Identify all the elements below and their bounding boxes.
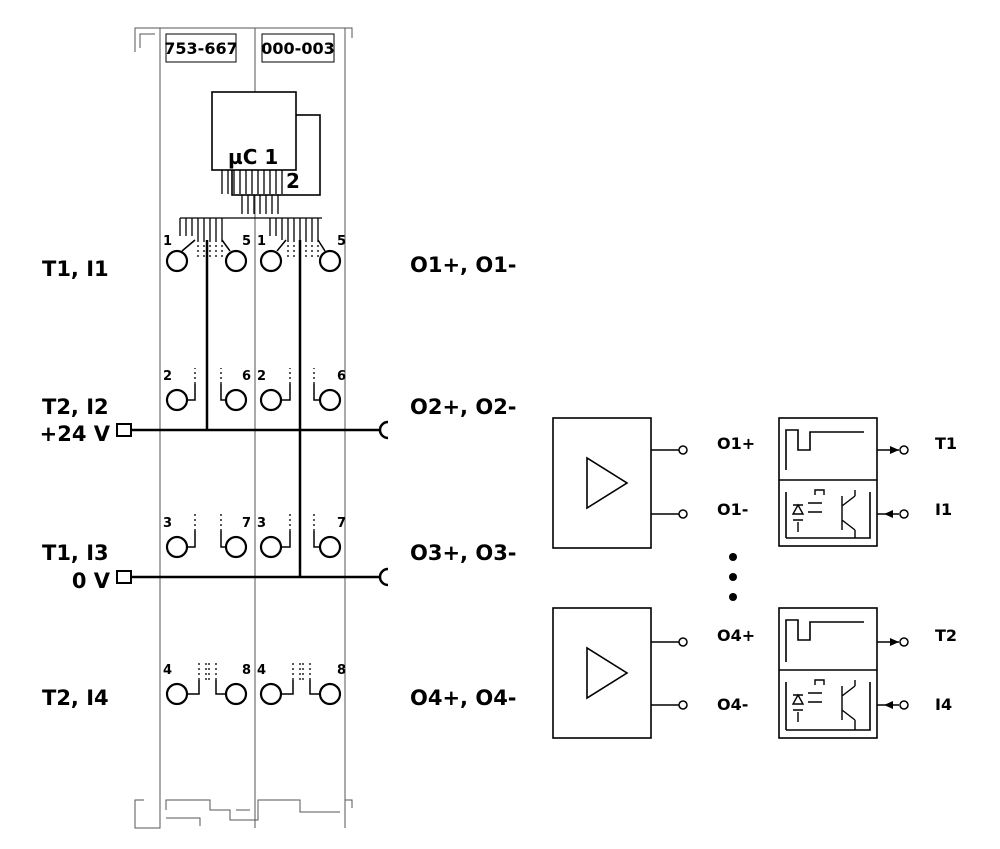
label-o1-minus: O1- — [717, 500, 748, 519]
terminal-number: 6 — [337, 369, 346, 384]
terminal-number: 2 — [163, 369, 172, 384]
right-labels: O1+, O1- O2+, O2- O3+, O3- O4+, O4- — [410, 253, 517, 710]
part-number-label-2: 000-003 — [261, 33, 335, 63]
terminal-8-right — [318, 682, 342, 706]
test-input-block-1: T1 I1 — [778, 417, 957, 547]
part-number-label: 753-667 — [164, 33, 238, 63]
output-amplifier-4: O4+ O4- — [552, 607, 755, 739]
bus-contact-0v — [378, 567, 389, 587]
test-input-block-4: T2 I4 — [778, 607, 957, 739]
terminal-4-left — [165, 682, 189, 706]
label-t1-i3: T1, I3 — [42, 541, 109, 565]
left-labels: T1, I1 T2, I2 +24 V T1, I3 0 V T2, I4 — [40, 257, 111, 710]
terminal-2-right — [259, 388, 283, 412]
label-t1-i1: T1, I1 — [42, 257, 109, 281]
label-o1-plus: O1+ — [717, 434, 755, 453]
terminal-2-left — [165, 388, 189, 412]
terminal-number: 1 — [163, 234, 172, 249]
terminal-number: 4 — [163, 663, 172, 678]
terminal-number: 4 — [257, 663, 266, 678]
terminal-3-right — [259, 535, 283, 559]
terminal-number: 5 — [337, 234, 346, 249]
terminal-7-left — [224, 535, 248, 559]
terminal-row-4: 4 8 4 8 — [163, 662, 346, 706]
terminal-number: 8 — [242, 663, 251, 678]
part-number-text: 753-667 — [164, 39, 237, 58]
label-o4: O4+, O4- — [410, 686, 517, 710]
terminal-row-3: 3 7 3 7 — [163, 513, 346, 559]
terminal-6-left — [224, 388, 248, 412]
chip-pins — [179, 170, 322, 240]
terminal-6-right — [318, 388, 342, 412]
terminal-5-left — [224, 249, 248, 273]
terminal-row-1: 1 5 1 5 — [163, 234, 346, 273]
terminal-number: 6 — [242, 369, 251, 384]
chip-1-label: µC 1 — [228, 145, 278, 169]
terminal-1-left — [165, 249, 189, 273]
terminal-5-right — [318, 249, 342, 273]
label-o4-minus: O4- — [717, 695, 748, 714]
bus-contact-24v — [378, 420, 389, 440]
terminal-3-left — [165, 535, 189, 559]
label-i4: I4 — [935, 695, 952, 714]
label-t2: T2 — [935, 626, 957, 645]
supply-connector-0v — [116, 570, 132, 584]
terminal-number: 5 — [242, 234, 251, 249]
internal-wiring — [131, 240, 380, 579]
terminal-number: 3 — [163, 516, 172, 531]
label-o2: O2+, O2- — [410, 395, 517, 419]
label-t1: T1 — [935, 434, 957, 453]
output-amplifier-1: O1+ O1- — [552, 417, 755, 549]
terminal-number: 1 — [257, 234, 266, 249]
label-0v: 0 V — [72, 569, 111, 593]
label-i1: I1 — [935, 500, 952, 519]
label-t2-i4: T2, I4 — [42, 686, 109, 710]
terminal-number: 8 — [337, 663, 346, 678]
microcontroller-chip-1: µC 1 — [211, 91, 297, 171]
terminal-number: 7 — [337, 516, 346, 531]
terminal-8-left — [224, 682, 248, 706]
terminal-row-2: 2 6 2 6 — [163, 368, 346, 412]
terminal-number: 2 — [257, 369, 266, 384]
label-o3: O3+, O3- — [410, 541, 517, 565]
label-t2-i2: T2, I2 — [42, 395, 109, 419]
terminal-4-right — [259, 682, 283, 706]
module-housing — [134, 27, 353, 829]
terminal-7-right — [318, 535, 342, 559]
label-o4-plus: O4+ — [717, 626, 755, 645]
label-o1: O1+, O1- — [410, 253, 517, 277]
label-24v: +24 V — [40, 422, 111, 446]
terminal-1-right — [259, 249, 283, 273]
chip-2-label: 2 — [286, 169, 300, 193]
terminal-number: 7 — [242, 516, 251, 531]
terminal-number: 3 — [257, 516, 266, 531]
part-number-text-2: 000-003 — [261, 39, 334, 58]
supply-connector-24v — [116, 423, 132, 437]
ellipsis — [729, 553, 737, 601]
